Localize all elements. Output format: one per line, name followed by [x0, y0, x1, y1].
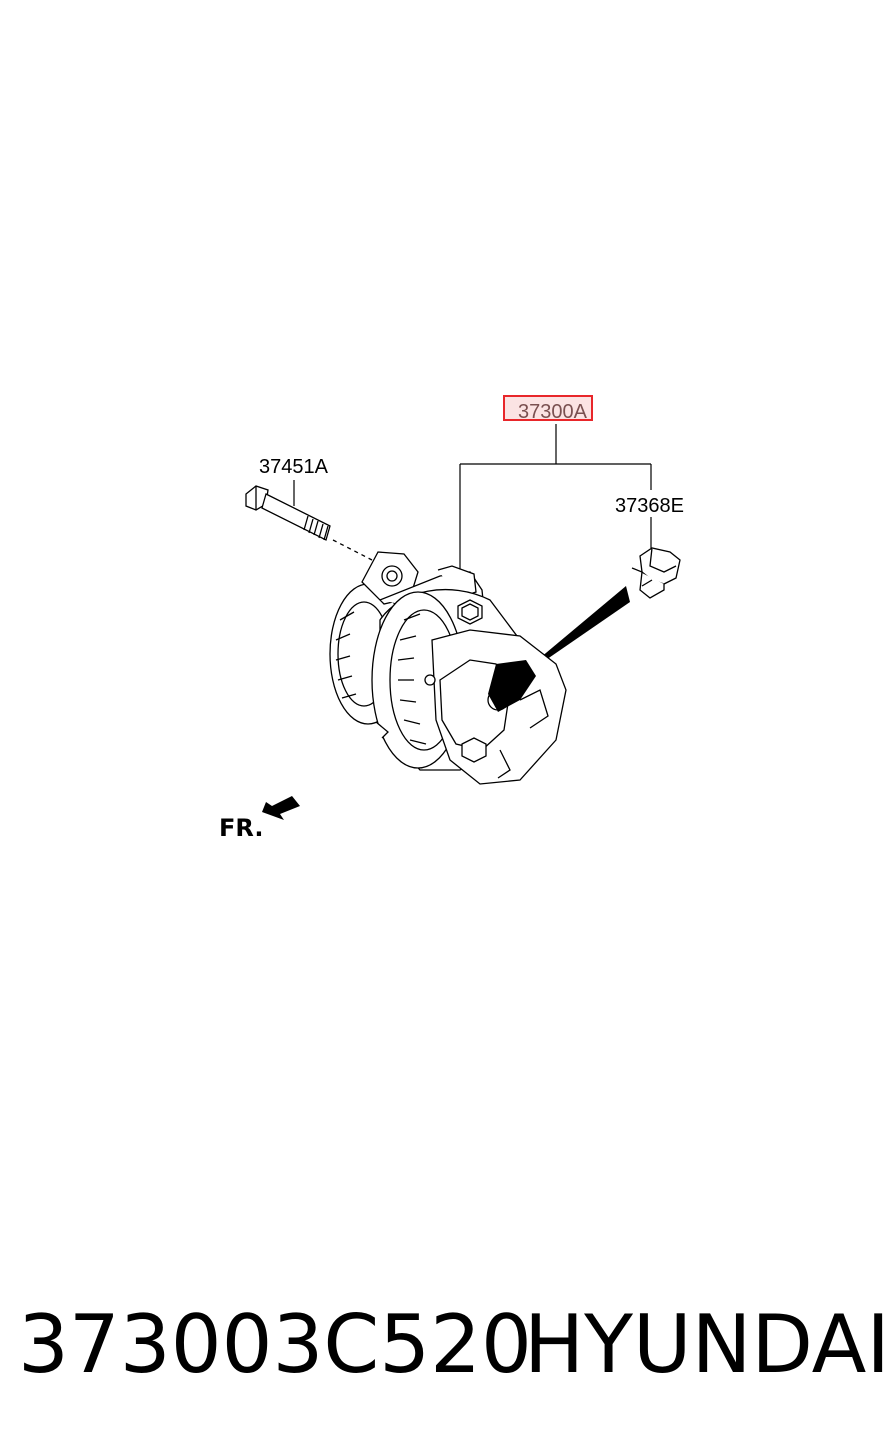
bolt-drawing — [245, 485, 373, 561]
part-footer: 373003C520 HYUNDAI — [0, 1290, 886, 1400]
leader-lines — [293, 424, 652, 572]
part-number: 373003C520 — [18, 1298, 532, 1391]
connector-drawing — [631, 547, 681, 599]
front-arrow-icon — [262, 796, 300, 820]
wire-lead — [528, 586, 630, 668]
callout-alternator-label: 37300A — [518, 401, 588, 423]
terminal-dark-area — [488, 660, 536, 712]
callout-connector-label[interactable]: 37368E — [615, 495, 684, 517]
callout-highlight-box — [503, 395, 593, 421]
callout-bolt-label[interactable]: 37451A — [259, 456, 329, 478]
brand-name: HYUNDAI — [524, 1298, 886, 1391]
front-marker-label: FR. — [219, 814, 263, 842]
front-marker: FR. — [219, 796, 300, 842]
callout-alternator[interactable]: 37300A — [503, 395, 593, 423]
